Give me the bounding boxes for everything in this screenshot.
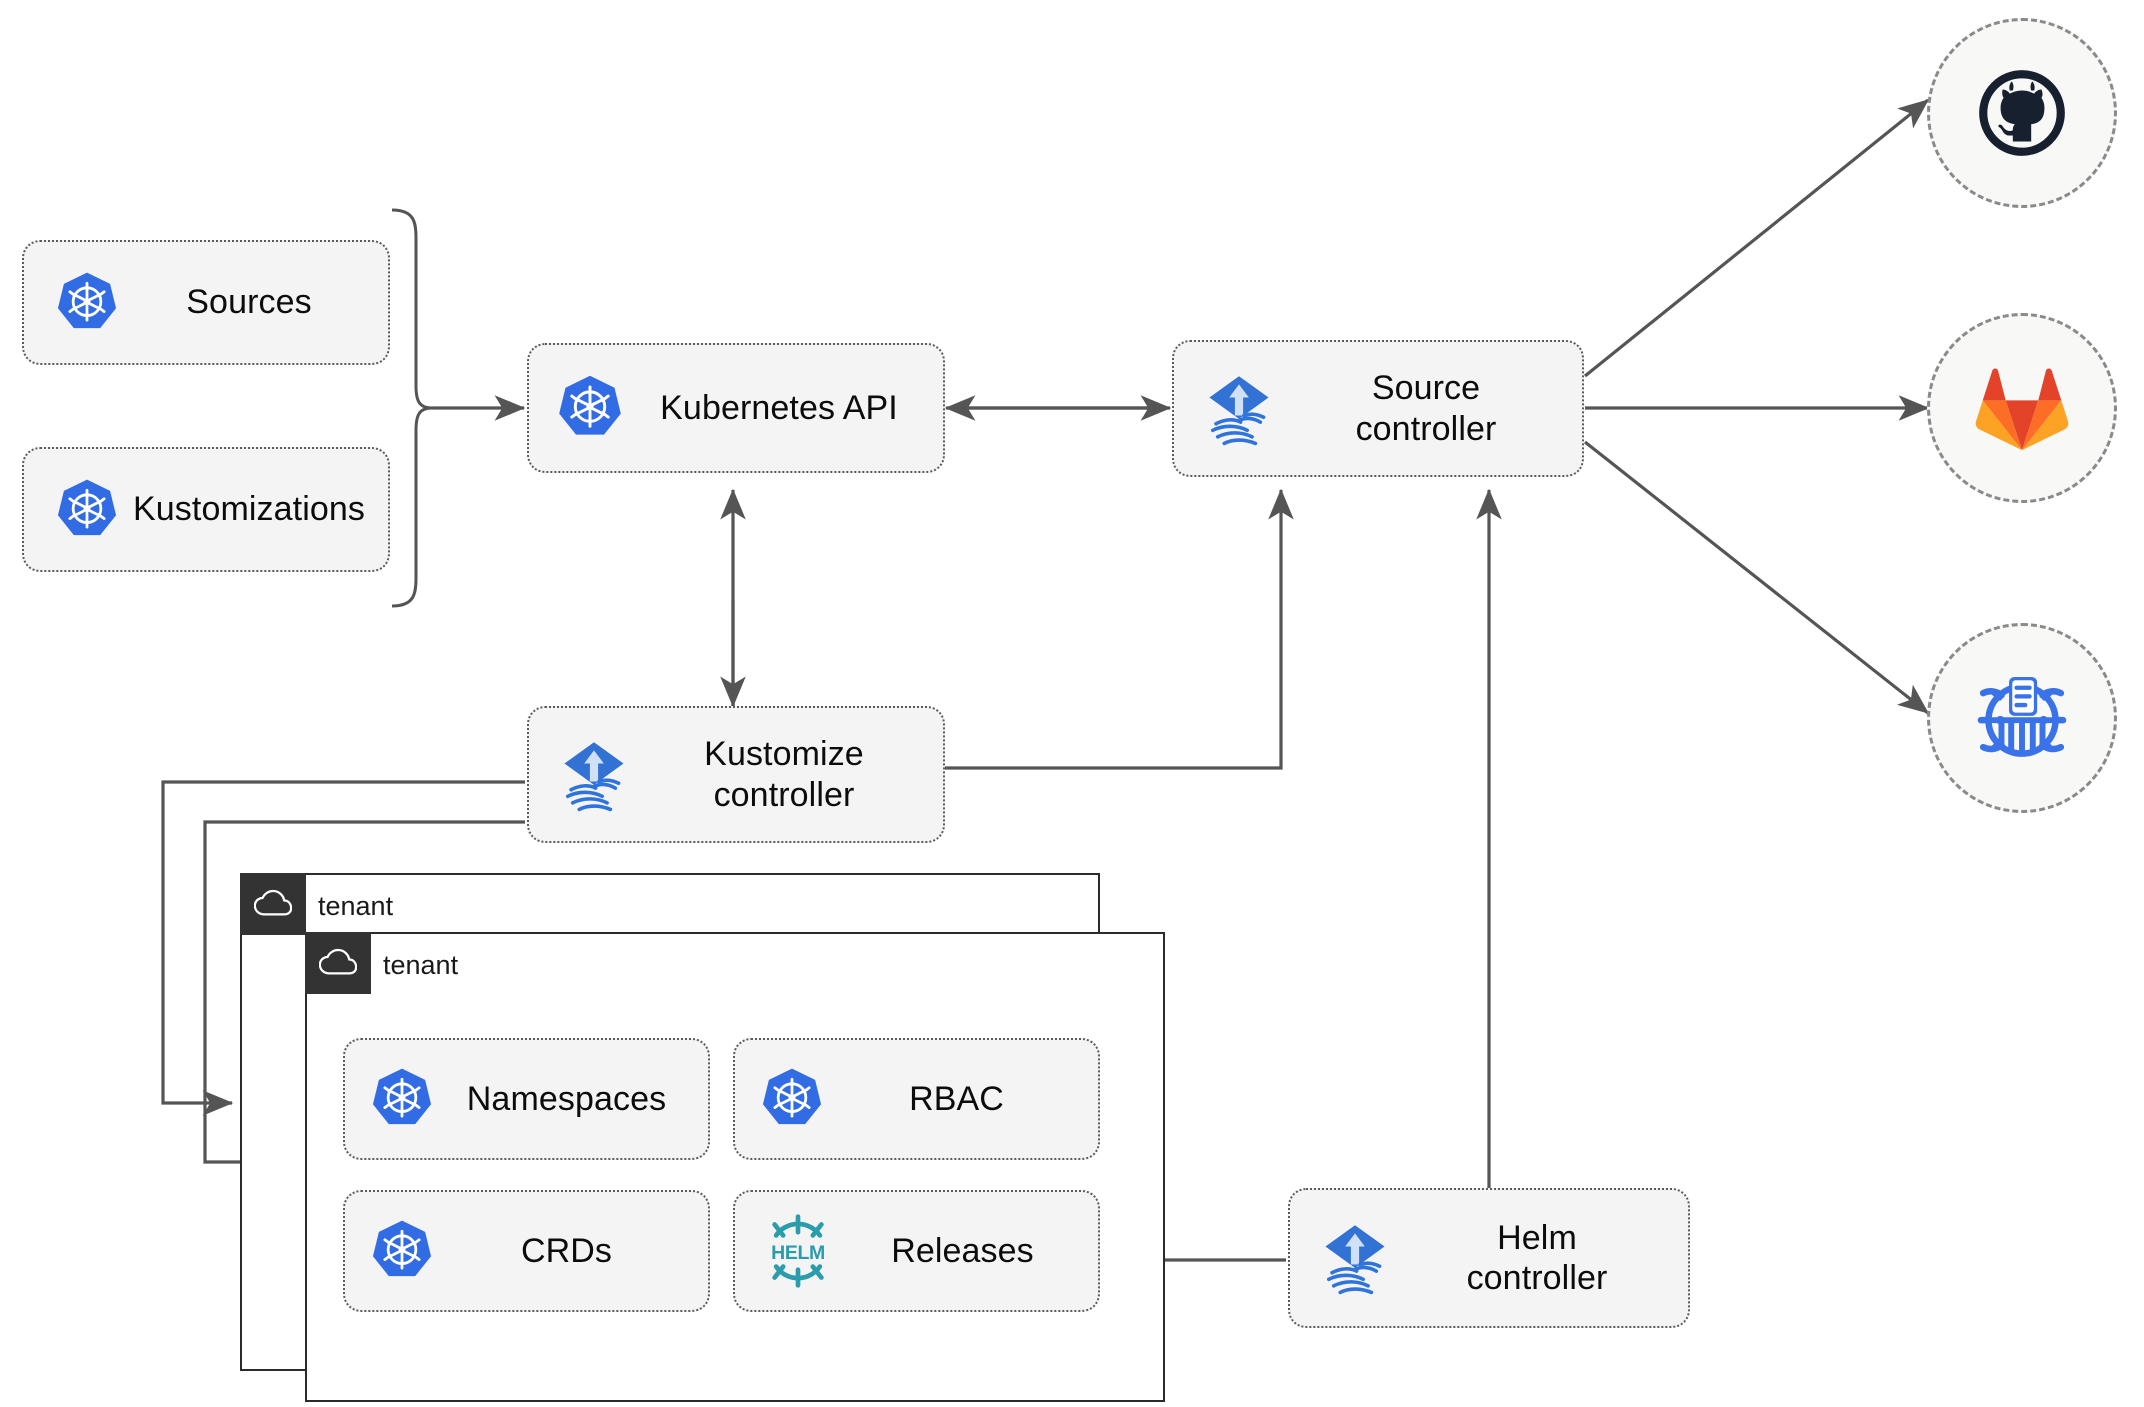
node-label: Source controller xyxy=(1280,368,1582,448)
kubernetes-icon xyxy=(369,1218,435,1284)
tenant-name: tenant xyxy=(383,949,459,980)
helm-icon: HELM xyxy=(759,1212,837,1290)
node-namespaces[interactable]: Namespaces xyxy=(343,1038,710,1160)
node-label: Releases xyxy=(891,1231,1034,1270)
kubernetes-icon xyxy=(555,373,625,443)
node-label: CRDs xyxy=(520,1231,613,1270)
group-brace xyxy=(391,208,433,608)
kubernetes-icon xyxy=(759,1066,825,1132)
kubernetes-icon xyxy=(54,477,120,543)
node-label-line2: controller xyxy=(713,775,855,814)
node-helm-controller[interactable]: Helm controller xyxy=(1288,1188,1690,1328)
node-label-line1: Helm xyxy=(1497,1218,1577,1257)
helm-repository-icon xyxy=(1977,676,2067,757)
node-label: Kubernetes API xyxy=(660,388,898,427)
node-label-line2: controller xyxy=(1355,409,1497,448)
flux-icon xyxy=(553,734,635,816)
node-label: Helm controller xyxy=(1396,1218,1688,1298)
node-kustomizations[interactable]: Kustomizations xyxy=(22,447,390,572)
node-sources[interactable]: Sources xyxy=(22,240,390,365)
node-source-controller[interactable]: Source controller xyxy=(1172,340,1584,477)
node-rbac[interactable]: RBAC xyxy=(733,1038,1100,1160)
kubernetes-icon xyxy=(369,1066,435,1132)
node-kubernetes-api[interactable]: Kubernetes API xyxy=(527,343,945,473)
node-label: Sources xyxy=(186,283,312,322)
tenant-frame-2[interactable]: tenant xyxy=(304,931,1165,1402)
cloud-icon xyxy=(239,872,306,935)
github-icon xyxy=(1979,70,2065,156)
node-label: RBAC xyxy=(909,1079,1004,1118)
node-label: Kustomizations xyxy=(133,490,365,529)
gitlab-icon xyxy=(1975,368,2069,451)
node-label-line2: controller xyxy=(1466,1259,1608,1297)
node-label-line1: Source xyxy=(1371,369,1481,408)
edge-kustomize-to-source xyxy=(945,488,1294,770)
external-source-helm-repository[interactable] xyxy=(1927,623,2117,813)
external-source-gitlab[interactable] xyxy=(1927,313,2117,503)
flux-icon xyxy=(1198,368,1280,450)
cloud-icon xyxy=(304,931,371,994)
flux-icon xyxy=(1314,1217,1396,1299)
node-crds[interactable]: CRDs xyxy=(343,1190,710,1312)
kubernetes-icon xyxy=(54,270,120,336)
svg-text:HELM: HELM xyxy=(771,1242,825,1264)
edge-source-to-helm-repo xyxy=(1584,440,1930,715)
node-kustomize-controller[interactable]: Kustomize controller xyxy=(527,706,945,843)
external-source-github[interactable] xyxy=(1927,18,2117,208)
node-label: Kustomize controller xyxy=(635,734,943,814)
tenant-name: tenant xyxy=(318,890,394,921)
edge-source-to-github xyxy=(1583,98,1930,378)
node-releases[interactable]: HELM Releases xyxy=(733,1190,1100,1312)
node-label: Namespaces xyxy=(466,1079,667,1118)
node-label-line1: Kustomize xyxy=(704,735,864,774)
